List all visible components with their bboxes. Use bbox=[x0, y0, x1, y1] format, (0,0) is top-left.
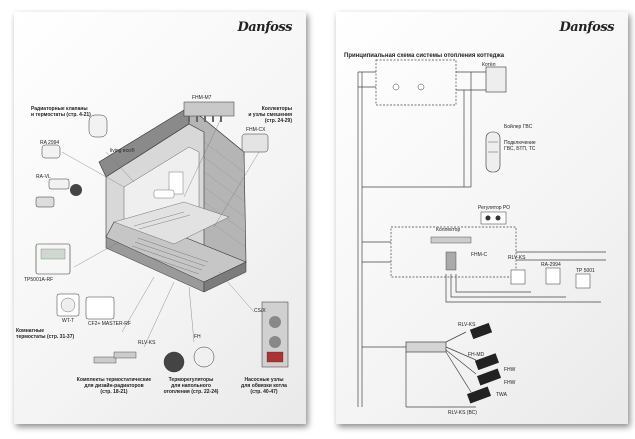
label-tp5001: TP 5001 bbox=[576, 268, 595, 274]
heating-schematic-diagram bbox=[357, 59, 606, 408]
label-cs-x: CS/X bbox=[254, 308, 266, 314]
label-living-eco: living eco® bbox=[110, 148, 135, 154]
room-thermostats-heading-line1: Комнатные bbox=[16, 328, 45, 334]
label-wt-t: WT-T bbox=[62, 318, 75, 324]
catalog-page-left: Danfoss bbox=[14, 12, 306, 424]
label-fhw-2: FHW bbox=[504, 380, 516, 386]
label-ra2994: RA 2994 bbox=[40, 140, 60, 146]
label-rlv-ks: RLV-KS bbox=[138, 340, 156, 346]
label-dhw: Бойлер ГВС bbox=[504, 124, 533, 130]
kit-heading-line1: Комплекты термостатические bbox=[76, 377, 152, 383]
label-fhm-m7: FHM-M7 bbox=[192, 95, 212, 101]
label-boiler: Котёл bbox=[482, 62, 496, 68]
room-thermostats-heading-line2: термостаты (стр. 31-37) bbox=[16, 334, 75, 340]
thermoreg-heading-line3: отопления (стр. 22-24) bbox=[163, 389, 219, 395]
label-cf2: CF2+ MASTER-RF bbox=[88, 321, 131, 327]
label-ra2994: RA-2994 bbox=[541, 262, 561, 268]
label-fhm-cx: FHM-CX bbox=[246, 127, 266, 133]
label-dhw-types: ГВС, БТП, ТС bbox=[504, 146, 536, 152]
collectors-heading-line3: (стр. 24-29) bbox=[264, 118, 292, 124]
house-cutaway-illustration bbox=[35, 101, 289, 373]
label-fhw-1: FHW bbox=[504, 367, 516, 373]
label-rlv-ks: RLV-KS bbox=[508, 255, 526, 261]
danfoss-logo: Danfoss bbox=[559, 20, 614, 35]
label-collector: Коллектор bbox=[436, 227, 461, 233]
label-fh: FH bbox=[194, 334, 201, 340]
kit-heading-line2: для дизайн-радиаторов bbox=[84, 383, 144, 389]
label-rlv-ks-2: RLV-KS bbox=[458, 322, 476, 328]
kit-heading-line3: (стр. 18-21) bbox=[100, 389, 128, 395]
thermoreg-heading-line1: Терморегуляторы bbox=[168, 377, 214, 383]
pump-heading-line1: Насосные узлы bbox=[244, 377, 284, 383]
label-fhm-c: FHM-C bbox=[471, 252, 488, 258]
pump-heading-line3: (стр. 40-47) bbox=[250, 389, 278, 395]
radiator-heading-line1: Радиаторные клапаны bbox=[31, 106, 88, 112]
collectors-heading-line1: Коллекторы bbox=[261, 106, 292, 112]
label-fh-md: FH-MD bbox=[468, 352, 485, 358]
catalog-page-right: Danfoss Принципиальная схема системы ото… bbox=[336, 12, 628, 424]
pump-heading-line2: для обвязки котла bbox=[241, 383, 287, 389]
collectors-heading-line2: и узлы смешения bbox=[248, 112, 292, 118]
label-rlv-ks-bs: RLV-KS (ВС) bbox=[448, 410, 477, 416]
danfoss-logo: Danfoss bbox=[237, 20, 292, 35]
label-ra-vl: RA-VL bbox=[36, 174, 51, 180]
label-twa: TWA bbox=[496, 392, 507, 398]
label-tp5001: TP5001A-RF bbox=[24, 277, 54, 283]
radiator-heading-line2: и термостаты (стр. 4-21) bbox=[31, 112, 91, 118]
thermoreg-heading-line2: для напольного bbox=[171, 383, 211, 389]
schematic-title: Принципиальная схема системы отопления к… bbox=[344, 53, 505, 59]
label-dhw-connection: Подключение bbox=[504, 140, 536, 146]
label-regulator: Регулятор РО bbox=[478, 205, 511, 211]
